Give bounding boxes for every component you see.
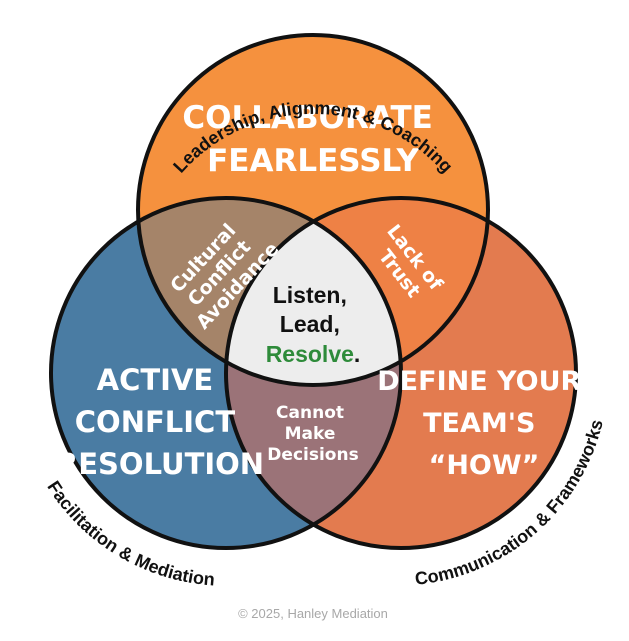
- resolve-word: Resolve: [266, 341, 354, 367]
- copyright-footer: © 2025, Hanley Mediation: [238, 606, 388, 621]
- circle-right-outline: [224, 196, 578, 550]
- overlap-center: [226, 198, 401, 385]
- left-circle-title: ACTIVE CONFLICT RESOLUTION: [56, 363, 264, 481]
- circle-top-outline: [136, 33, 490, 387]
- right-circle-title: DEFINE YOUR TEAM'S “HOW”: [377, 366, 590, 481]
- top-circle-title: COLLABORATE FEARLESSLY: [182, 100, 443, 179]
- circle-left-outline: [49, 196, 403, 550]
- overlap-bottom-label: Cannot Make Decisions: [267, 403, 358, 465]
- center-tagline: Listen, Lead, Resolve.: [266, 282, 361, 367]
